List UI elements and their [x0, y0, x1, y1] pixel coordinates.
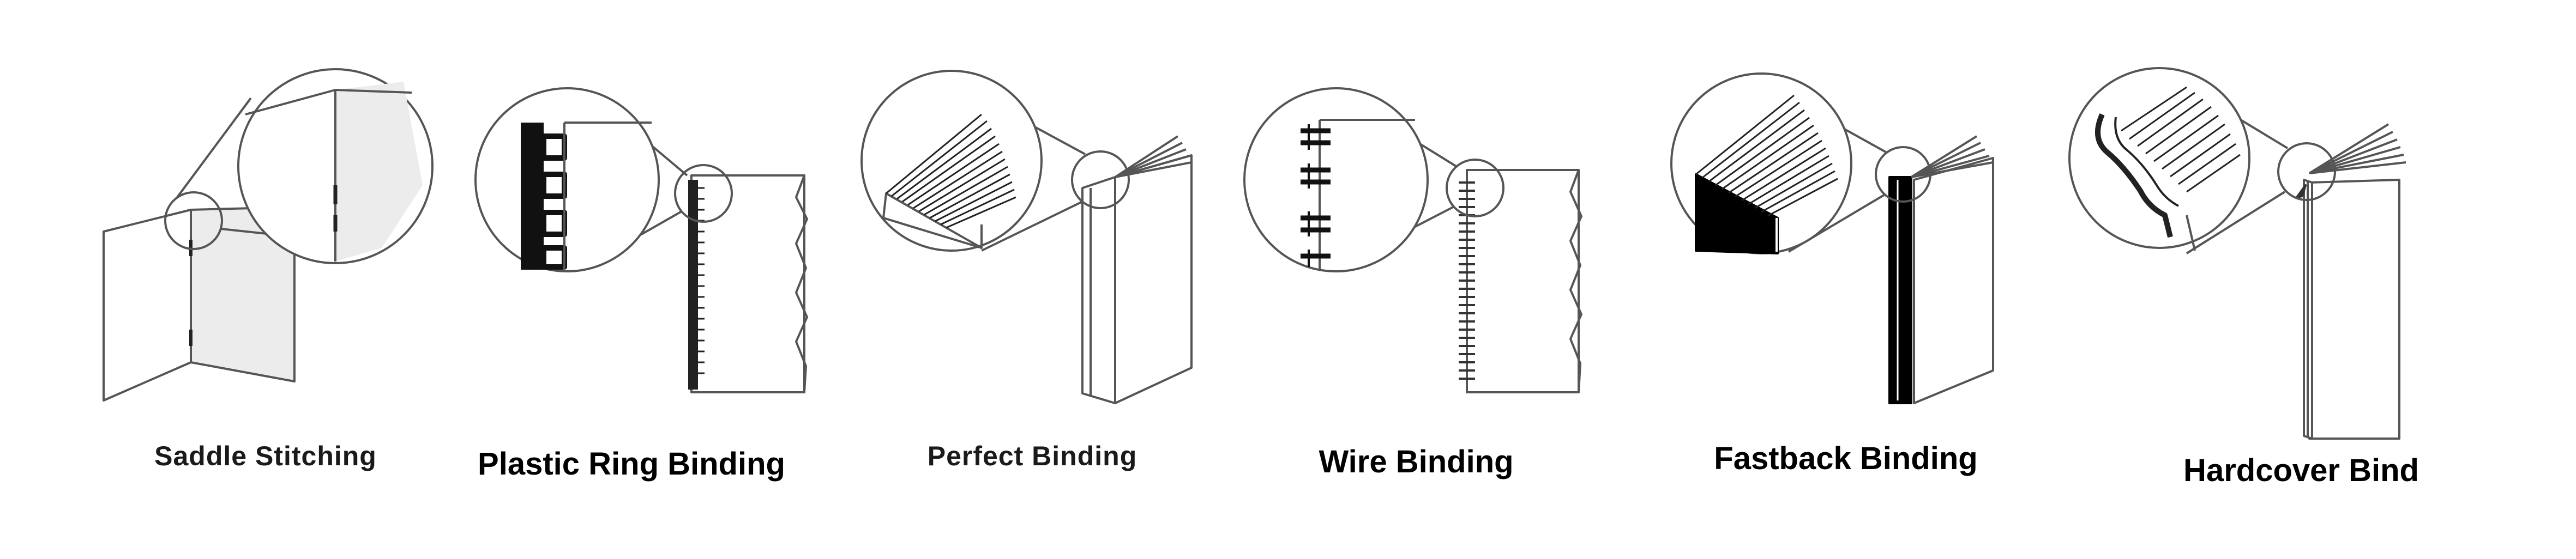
hardcover-zoom-source	[2277, 142, 2336, 201]
hardcover-magnified-pages	[2121, 86, 2241, 193]
plastic-spine-rings	[688, 180, 698, 390]
fastback-spine-strip	[1888, 176, 1912, 404]
caption-fastback-binding: Fastback Binding	[1714, 441, 1978, 476]
saddle-magnified-page	[335, 82, 423, 262]
fastback-zoom-source	[1875, 146, 1931, 203]
caption-plastic-ring-binding: Plastic Ring Binding	[478, 446, 785, 482]
perfect-zoom-connector-bottom	[981, 200, 1083, 252]
perfect-book-front	[1081, 176, 1116, 404]
wire-book-ragged-edge	[1569, 169, 1582, 393]
caption-hardcover-bind: Hardcover Bind	[2183, 453, 2419, 488]
fastback-book-pages-fan	[1910, 135, 1994, 178]
saddle-magnified-edge-right	[335, 89, 412, 94]
saddle-magnified-edge	[245, 89, 336, 116]
wire-book-page	[1466, 169, 1580, 393]
wire-magnifier	[1243, 87, 1429, 272]
hardcover-magnified-spine-inner	[2114, 117, 2179, 207]
plastic-zoom-source	[674, 164, 733, 223]
wire-magnified-loops	[1301, 128, 1331, 259]
plastic-ring-illustration	[474, 87, 808, 393]
wire-zoom-source	[1446, 159, 1504, 217]
saddle-zoom-connector-top	[176, 97, 252, 198]
hardcover-zoom-connector-bottom	[2186, 191, 2286, 254]
hardcover-bind-illustration	[2068, 67, 2406, 440]
hardcover-book-pages-fan	[2308, 123, 2406, 174]
hardcover-magnified-board-edge	[2186, 215, 2196, 251]
fastback-book-cover	[1913, 157, 1994, 404]
saddle-left-page	[103, 209, 192, 402]
saddle-zoom-source	[164, 191, 223, 250]
hardcover-board-arrow	[2296, 184, 2307, 198]
plastic-magnified-spine	[521, 123, 544, 270]
plastic-book-ragged-edge	[795, 175, 808, 393]
perfect-zoom-source	[1071, 150, 1130, 209]
perfect-magnified-spine	[882, 192, 983, 249]
saddle-stitching-illustration	[103, 68, 434, 402]
plastic-book-page	[690, 174, 805, 393]
caption-perfect-binding: Perfect Binding	[927, 441, 1137, 471]
perfect-binding-illustration	[860, 70, 1193, 404]
perfect-magnifier	[860, 70, 1043, 252]
perfect-magnified-pages	[886, 113, 1016, 229]
caption-wire-binding: Wire Binding	[1319, 444, 1514, 479]
fastback-binding-illustration	[1670, 72, 1994, 404]
wire-spine-coils	[1459, 181, 1475, 380]
hardcover-magnified-spine-curve	[2095, 113, 2173, 238]
hardcover-book-board	[2308, 179, 2400, 440]
wire-binding-illustration	[1243, 87, 1582, 393]
caption-saddle-stitching: Saddle Stitching	[154, 441, 377, 471]
fastback-magnified-pages	[1695, 94, 1838, 217]
